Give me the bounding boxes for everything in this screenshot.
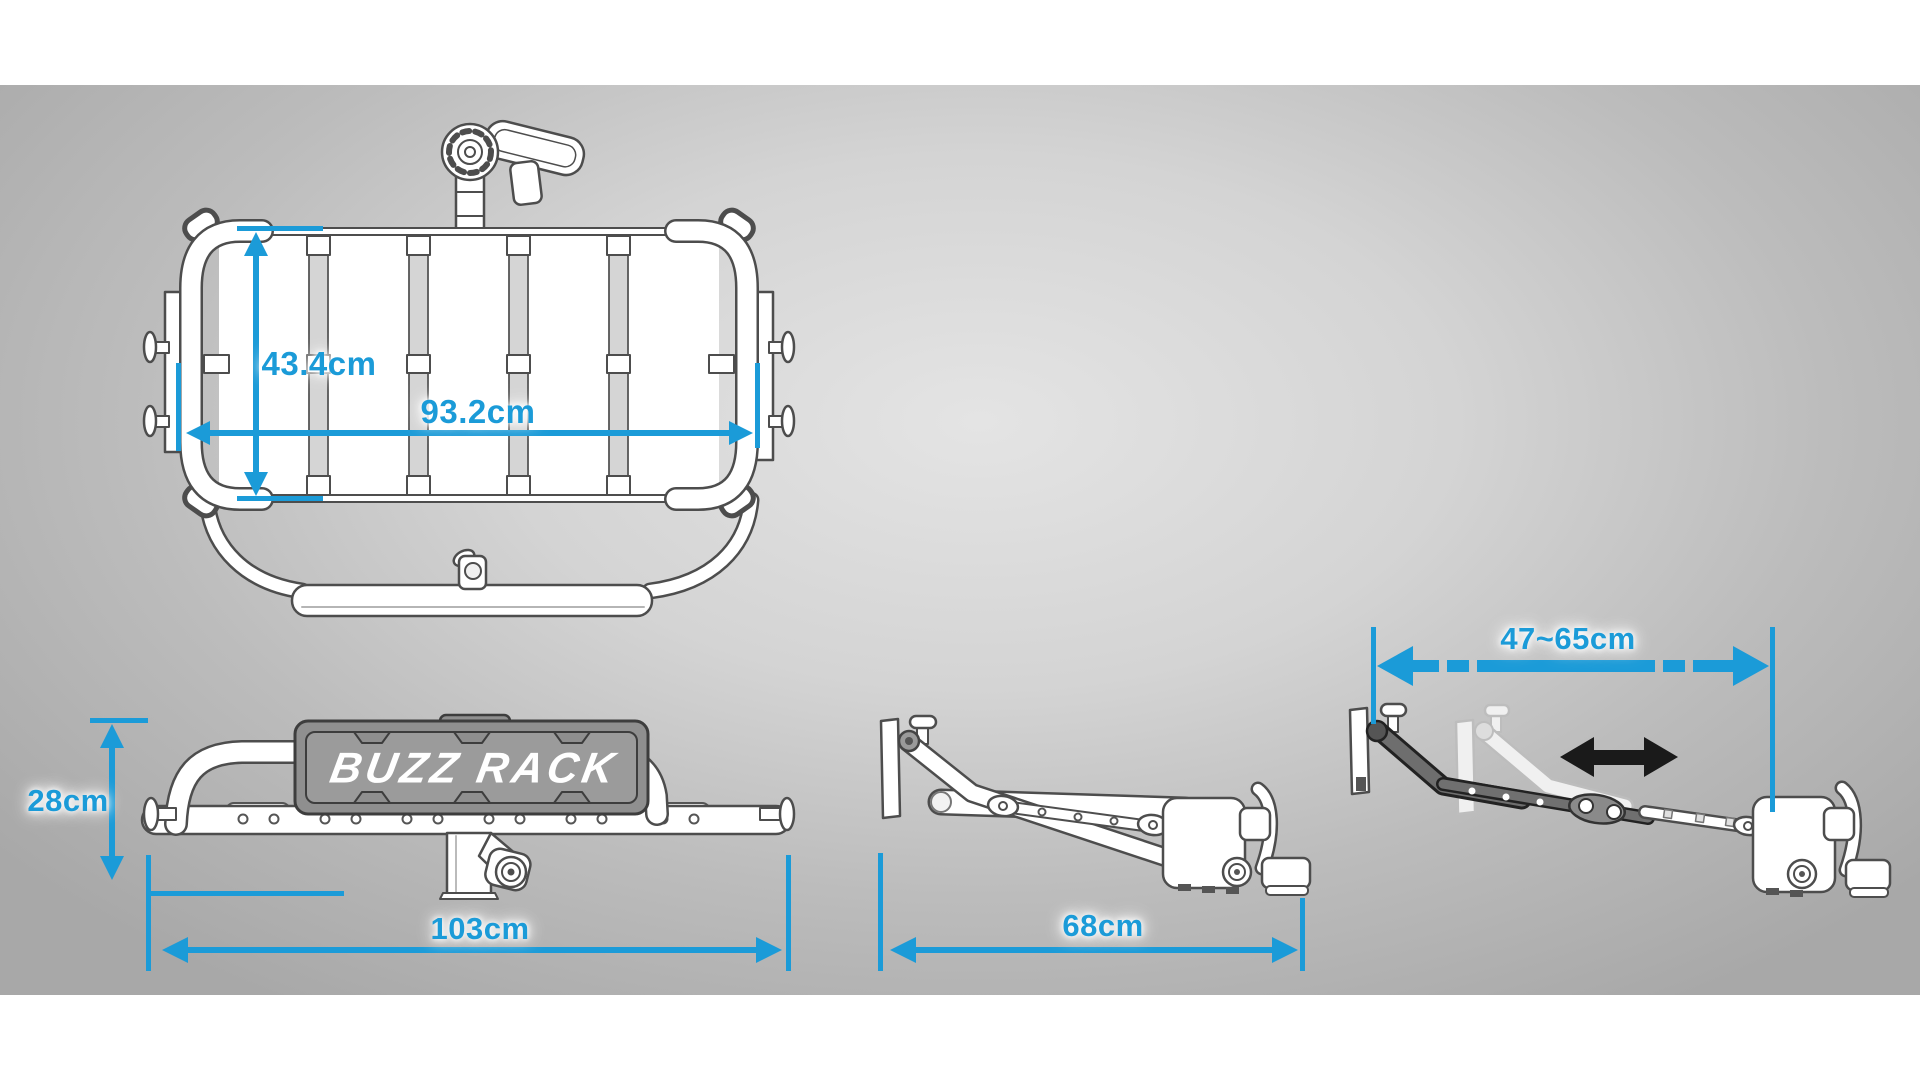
arrowhead-right-icon: [729, 421, 753, 445]
tick-line: [1300, 898, 1305, 971]
hitch-post: [439, 831, 532, 900]
tick-line: [786, 855, 791, 971]
tick-line: [146, 855, 151, 971]
tick-line: [237, 226, 323, 231]
dimension-label-platform-width: 93.2cm: [420, 393, 536, 430]
arrowhead-left-icon: [890, 937, 916, 963]
hitch-plate: [1348, 706, 1371, 796]
tick-line: [237, 496, 323, 501]
tick-line: [878, 853, 883, 971]
front-view-drawing: [140, 713, 796, 900]
arrowhead-left-icon: [1377, 646, 1413, 686]
tick-line: [755, 363, 760, 448]
side-view-drawing: [879, 714, 1312, 896]
dimension-arrows: [90, 226, 1775, 971]
clamp-knob-icon: [1379, 702, 1408, 718]
dimension-label-adjust-range: 47~65cm: [1500, 621, 1636, 656]
pivot-icon: [1365, 719, 1389, 743]
clamp-carriage: [1161, 781, 1312, 896]
arrowhead-down-icon: [100, 856, 124, 880]
dimension-label-side-length: 68cm: [1062, 908, 1144, 943]
slide-direction-arrow-icon: [1560, 737, 1678, 777]
tick-line: [90, 718, 148, 723]
adjustable-side-view-drawing: [1348, 702, 1892, 898]
tick-line: [1770, 627, 1775, 812]
clamp-knob-icon: [908, 714, 938, 730]
tick-line: [176, 363, 181, 451]
dimension-label-front-width: 103cm: [430, 911, 530, 946]
tick-line: [1371, 627, 1376, 724]
brand-logo-text: BUZZ RACK: [326, 744, 622, 793]
arrowhead-right-icon: [1272, 937, 1298, 963]
bolt-knob-icon: [142, 330, 158, 364]
arrowhead-left-icon: [162, 937, 188, 963]
arrowhead-right-icon: [1733, 646, 1769, 686]
arrowhead-right-icon: [756, 937, 782, 963]
arrowhead-down-icon: [244, 472, 268, 496]
bolt-knob-icon: [142, 796, 160, 832]
tick-line: [148, 891, 344, 896]
arrowhead-left-icon: [186, 421, 210, 445]
bolt-knob-icon: [780, 330, 796, 364]
bolt-knob-icon: [780, 404, 796, 438]
hitch-plate: [879, 717, 902, 820]
bolt-knob-icon: [778, 796, 796, 832]
dimension-label-front-height: 28cm: [27, 783, 109, 818]
cross-rail-blocks: [203, 235, 735, 496]
dimension-label-platform-depth: 43.4cm: [261, 345, 377, 382]
top-view-drawing: [142, 119, 796, 618]
bolt-knob-icon: [142, 404, 158, 438]
clamp-carriage: [1751, 780, 1892, 898]
arrowhead-up-icon: [100, 724, 124, 748]
arrowhead-up-icon: [244, 232, 268, 256]
brand-badge: [293, 713, 650, 816]
